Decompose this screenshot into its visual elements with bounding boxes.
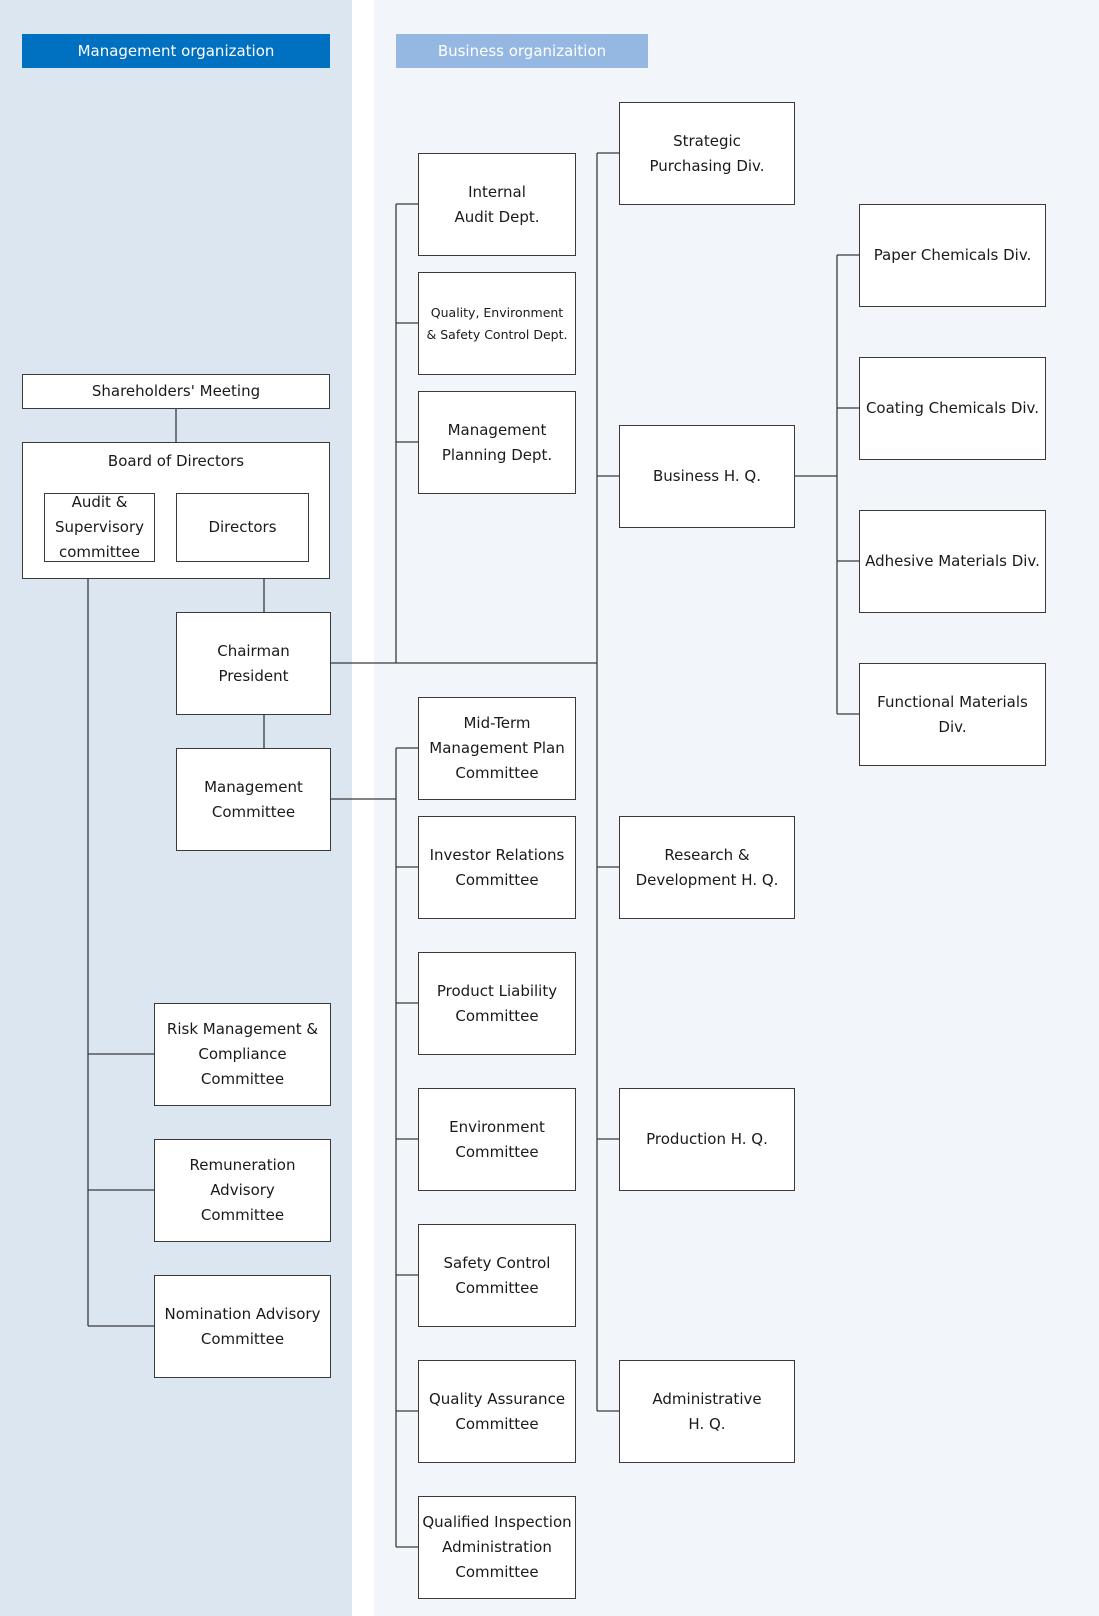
- management-planning-dept-box: Management Planning Dept.: [418, 391, 576, 494]
- paper-chemicals-div-box: Paper Chemicals Div.: [859, 204, 1046, 307]
- adhesive-materials-div-box: Adhesive Materials Div.: [859, 510, 1046, 613]
- audit-supervisory-committee-box: Audit & Supervisory committee: [44, 493, 155, 562]
- internal-audit-dept-box: Internal Audit Dept.: [418, 153, 576, 256]
- production-hq-box: Production H. Q.: [619, 1088, 795, 1191]
- administrative-hq-box: Administrative H. Q.: [619, 1360, 795, 1463]
- risk-compliance-committee-box: Risk Management & Compliance Committee: [154, 1003, 331, 1106]
- strategic-purchasing-div-box: Strategic Purchasing Div.: [619, 102, 795, 205]
- remuneration-advisory-committee-box: Remuneration Advisory Committee: [154, 1139, 331, 1242]
- research-development-hq-box: Research & Development H. Q.: [619, 816, 795, 919]
- directors-box: Directors: [176, 493, 309, 562]
- management-committee-box: Management Committee: [176, 748, 331, 851]
- environment-committee-box: Environment Committee: [418, 1088, 576, 1191]
- business-organization-header: Business organizaition: [396, 34, 648, 68]
- product-liability-committee-box: Product Liability Committee: [418, 952, 576, 1055]
- functional-materials-div-box: Functional Materials Div.: [859, 663, 1046, 766]
- safety-control-committee-box: Safety Control Committee: [418, 1224, 576, 1327]
- nomination-advisory-committee-box: Nomination Advisory Committee: [154, 1275, 331, 1378]
- mid-term-management-plan-committee-box: Mid-Term Management Plan Committee: [418, 697, 576, 800]
- investor-relations-committee-box: Investor Relations Committee: [418, 816, 576, 919]
- quality-environment-safety-dept-box: Quality, Environment & Safety Control De…: [418, 272, 576, 375]
- coating-chemicals-div-box: Coating Chemicals Div.: [859, 357, 1046, 460]
- qualified-inspection-committee-box: Qualified Inspection Administration Comm…: [418, 1496, 576, 1599]
- management-organization-header: Management organization: [22, 34, 330, 68]
- chairman-president-box: Chairman President: [176, 612, 331, 715]
- business-hq-box: Business H. Q.: [619, 425, 795, 528]
- board-of-directors-label: Board of Directors: [107, 452, 245, 470]
- quality-assurance-committee-box: Quality Assurance Committee: [418, 1360, 576, 1463]
- shareholders-meeting-box: Shareholders' Meeting: [22, 374, 330, 409]
